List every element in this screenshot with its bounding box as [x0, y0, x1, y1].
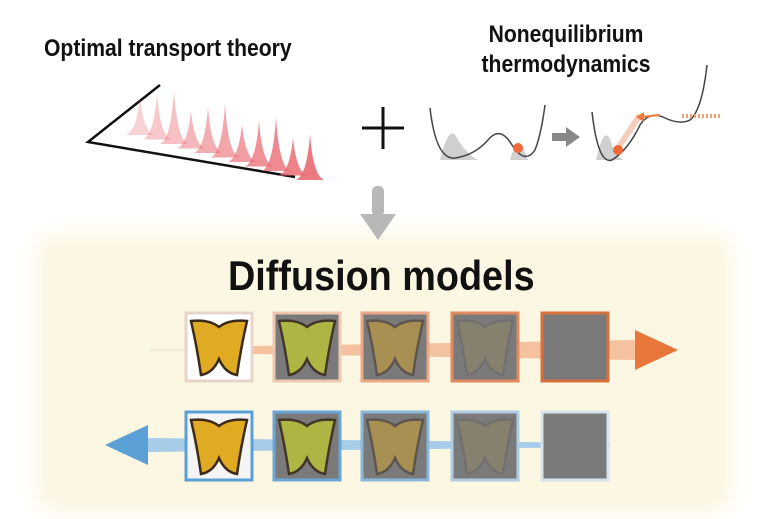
reverse-process-arrow	[105, 425, 610, 465]
right-arrow-icon	[552, 127, 580, 147]
optimal-transport-label: Optimal transport theory	[44, 35, 292, 62]
butterfly-image	[455, 319, 515, 377]
distribution-peak	[262, 117, 290, 171]
plus-icon	[362, 107, 404, 149]
distribution-peak	[211, 103, 239, 158]
butterfly-image	[455, 418, 515, 476]
down-arrow-icon	[360, 186, 396, 240]
butterfly-image	[365, 319, 425, 377]
distribution-peak	[296, 134, 324, 180]
tilted-well-potential-icon	[591, 64, 720, 162]
reverse-frame	[360, 410, 430, 482]
butterfly-image	[189, 418, 249, 476]
distribution-peak	[143, 93, 171, 140]
distribution-peak	[245, 120, 273, 167]
forward-frame	[360, 311, 430, 383]
distribution-peak	[279, 137, 307, 176]
nonequilibrium-line2: thermodynamics	[481, 51, 651, 78]
nonequilibrium-line1: Nonequilibrium	[488, 21, 644, 48]
distribution-peak	[126, 97, 154, 135]
double-well-potential-icon	[429, 104, 546, 160]
forward-frame	[272, 311, 342, 383]
butterfly-image	[365, 418, 425, 476]
butterfly-image	[189, 319, 249, 377]
optimal-transport-illustration	[85, 84, 324, 180]
distribution-peak	[177, 110, 205, 149]
butterfly-image	[277, 418, 337, 476]
distribution-peak	[228, 124, 256, 162]
forward-frame	[184, 311, 254, 383]
diffusion-models-title: Diffusion models	[228, 252, 535, 299]
butterfly-image	[277, 319, 337, 377]
nonequilibrium-thermodynamics-label: Nonequilibrium thermodynamics	[482, 20, 651, 80]
reverse-frame	[184, 410, 254, 482]
forward-frame	[450, 311, 520, 383]
reverse-frame	[450, 410, 520, 482]
reverse-frame	[540, 410, 610, 482]
distribution-peak	[160, 90, 188, 144]
distribution-peak	[194, 107, 222, 153]
reverse-frame	[272, 410, 342, 482]
forward-frame	[540, 311, 610, 383]
